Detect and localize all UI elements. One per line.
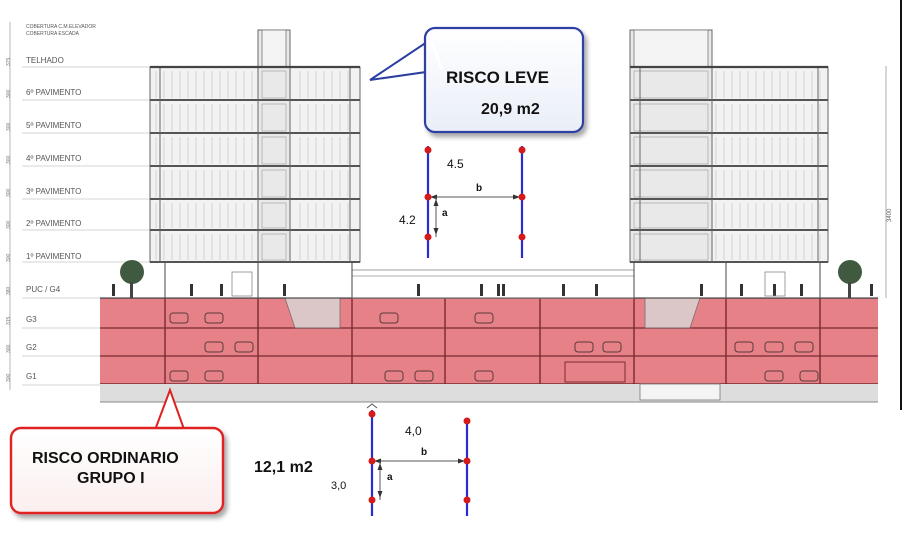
sprinkler-head <box>463 496 471 504</box>
level-label: 4º PAVIMENTO <box>26 154 82 163</box>
callout-risco-ordinario <box>9 387 225 515</box>
sprinkler-head <box>463 417 471 425</box>
tower-right <box>629 29 829 263</box>
sprinkler-head <box>518 146 526 154</box>
level-dimension: 300 <box>6 373 12 382</box>
level-dimension: 300 <box>6 188 12 197</box>
grid-bottom-label-a: a <box>387 472 393 483</box>
grid-top-spacing-b: 4.2 <box>399 213 416 227</box>
sprinkler-grid-top <box>424 146 526 258</box>
sprinkler-grid-bottom <box>366 403 471 516</box>
level-label: COBERTURA ESCADA <box>26 31 79 37</box>
level-label: TELHADO <box>26 56 64 65</box>
level-label: 2º PAVIMENTO <box>26 219 82 228</box>
level-label: 6º PAVIMENTO <box>26 88 82 97</box>
tower-left <box>149 29 361 263</box>
level-dimension: 300 <box>6 89 12 98</box>
sprinkler-head <box>368 457 376 465</box>
level-dimension: 300 <box>6 155 12 164</box>
sprinkler-head <box>424 146 432 154</box>
total-height-text: 3400 <box>887 208 893 222</box>
level-label: G2 <box>26 343 37 352</box>
grid-top-label-a: a <box>442 208 448 219</box>
callout-top-title: RISCO LEVE <box>446 68 549 87</box>
sprinkler-head <box>518 233 526 241</box>
grid-top-spacing-a: 4.5 <box>447 157 464 171</box>
grid-bottom-area: 12,1 m2 <box>254 459 313 476</box>
level-dimension: 300 <box>6 122 12 131</box>
level-dimension: 380 <box>6 286 12 295</box>
sprinkler-head <box>368 496 376 504</box>
sprinkler-head <box>424 233 432 241</box>
level-label: 5º PAVIMENTO <box>26 121 82 130</box>
sprinkler-head <box>518 193 526 201</box>
callout-bottom-line2: GRUPO I <box>77 470 145 487</box>
level-lines <box>9 22 150 390</box>
callout-top-area: 20,9 m2 <box>481 101 540 118</box>
grid-bottom-spacing-b: 3,0 <box>331 480 347 492</box>
level-label: G1 <box>26 372 37 381</box>
callout-bottom-line1: RISCO ORDINARIO <box>32 450 179 467</box>
level-label: 1º PAVIMENTO <box>26 252 82 261</box>
puc-level <box>100 260 878 299</box>
level-label: 3º PAVIMENTO <box>26 187 82 196</box>
level-label: PUC / G4 <box>26 285 61 294</box>
level-dimension: 300 <box>6 253 12 262</box>
level-label: COBERTURA C.M.ELEVADOR <box>26 24 96 30</box>
level-dimension: 315 <box>6 316 12 325</box>
grid-top-label-b: b <box>476 183 483 194</box>
total-height-dimension: 3400 <box>885 0 902 410</box>
grid-bottom-spacing-a: 4,0 <box>405 424 422 438</box>
grid-bottom-label-b: b <box>421 447 428 458</box>
level-dimension: 300 <box>6 220 12 229</box>
level-dimension: 375 <box>6 57 12 66</box>
garage-levels <box>100 297 878 403</box>
callout-risco-leve <box>369 26 585 134</box>
sprinkler-head <box>463 457 471 465</box>
sprinkler-head <box>424 193 432 201</box>
sprinkler-head <box>368 410 376 418</box>
level-label: G3 <box>26 315 37 324</box>
level-dimension: 300 <box>6 344 12 353</box>
